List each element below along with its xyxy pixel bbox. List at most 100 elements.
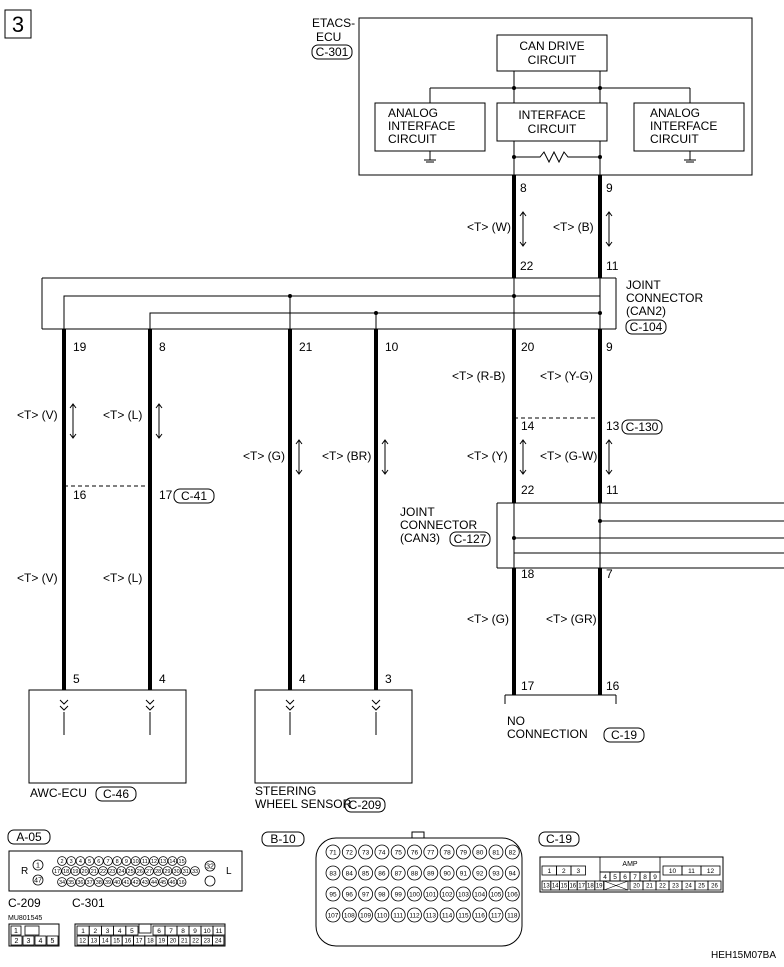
pin-circle [66, 856, 76, 866]
wire-label-g2: <T> (G) [467, 612, 509, 626]
pin-circle [455, 886, 471, 902]
pin-label: 83 [329, 870, 337, 877]
pin-label: 8 [181, 928, 185, 935]
wire-label-y: <T> (Y) [467, 449, 508, 463]
pin-label: 22 [192, 939, 199, 945]
pin-label: 39 [105, 880, 111, 886]
pin-label: 17 [54, 869, 60, 875]
pin-label: 8 [116, 859, 119, 865]
pin-label: 73 [362, 849, 370, 856]
pin-label: 24 [118, 869, 124, 875]
pin-9: 9 [606, 340, 613, 354]
pin-circle [455, 865, 471, 881]
pin-label: 9 [125, 859, 128, 865]
pin-label: 15 [179, 859, 185, 865]
pin-circle [121, 877, 132, 887]
c19-ref-box [538, 831, 580, 847]
analog-left-l3: CIRCUIT [388, 132, 437, 146]
pin-label: 24 [685, 884, 692, 890]
pin-circle [190, 866, 200, 876]
noconn-l2: CONNECTION [507, 727, 588, 741]
pin-label: 6 [97, 859, 100, 865]
a05-left-mark: R [21, 866, 28, 877]
pin-circle [423, 865, 439, 881]
pin-label: 43 [142, 880, 148, 886]
can2-joint-connector [41, 277, 617, 330]
pin-label: 91 [460, 870, 468, 877]
pin-cell [46, 935, 59, 946]
pin-label: 6 [157, 928, 161, 935]
pin-circle [439, 865, 455, 881]
pin-circle [358, 907, 374, 923]
pin-label: 21 [91, 869, 97, 875]
page-number: 3 [12, 12, 24, 37]
arrow-icon [519, 211, 613, 247]
pin-label: 11 [216, 928, 223, 935]
pin-label: 110 [377, 912, 388, 919]
pin-circle [455, 844, 471, 860]
pin-label: 16 [125, 939, 132, 945]
pin-circle [325, 844, 341, 860]
steering-ref-box [344, 797, 386, 813]
c301-ref: C-301 [72, 896, 105, 910]
pin-label: 88 [411, 870, 419, 877]
wire-label-br: <T> (BR) [322, 449, 371, 463]
pin-circle [472, 886, 488, 902]
pin-label: 109 [360, 912, 371, 919]
pin-nc-17: 17 [521, 679, 535, 693]
a05-ref: A-05 [16, 830, 42, 844]
pin-label: 12 [707, 868, 715, 875]
can2-l1: JOINT [626, 278, 661, 292]
c41-ref-box [173, 488, 215, 504]
pin-label: 5 [130, 928, 134, 935]
awc-ecu-label: AWC-ECU [30, 786, 87, 800]
pin-circle [504, 886, 520, 902]
pin-label: 74 [378, 849, 386, 856]
pin-circle [407, 886, 422, 902]
pin-label: 104 [474, 891, 485, 898]
pin-label: 86 [378, 870, 386, 877]
pin-label: 10 [133, 859, 139, 865]
a05-connector [8, 850, 243, 892]
pin-circle [325, 865, 341, 881]
pin-label: 93 [492, 870, 500, 877]
pin-label: 72 [346, 849, 354, 856]
can3-ref-box [449, 531, 491, 547]
pin-label: 9 [653, 874, 657, 881]
pin-label: 25 [128, 869, 134, 875]
etacs-ref-box [311, 44, 353, 60]
pin-cell [594, 880, 604, 891]
pin-label: 26 [711, 884, 718, 890]
can-drive-box [496, 34, 608, 72]
junction-dot [512, 294, 516, 298]
pin-circle [84, 856, 95, 866]
pin-label: 3 [27, 938, 31, 945]
pin-label: 20 [82, 869, 88, 875]
pin-circle [439, 844, 455, 860]
pin-label: 82 [509, 849, 517, 856]
pin-label: 27 [146, 869, 152, 875]
pin-label: 45 [160, 880, 166, 886]
pin-cell [10, 935, 23, 946]
pin-circle [472, 907, 488, 923]
can3-ref: C-127 [454, 532, 487, 546]
pin-8: 8 [159, 340, 166, 354]
steering-l1: STEERING [255, 784, 316, 798]
pin-19: 19 [73, 340, 87, 354]
pin-label: 87 [395, 870, 403, 877]
can-drive-label-2: CIRCUIT [528, 53, 577, 67]
pin-label: 36 [77, 880, 83, 886]
pin-circle [374, 907, 390, 923]
pin-circle [162, 866, 173, 876]
pin-label: 76 [411, 849, 419, 856]
pin-label: 81 [492, 849, 500, 856]
pin-label: 89 [427, 870, 435, 877]
pin-circle [423, 844, 439, 860]
pin-label: 28 [155, 869, 161, 875]
pin-label: 13 [160, 859, 166, 865]
pin-label: 35 [68, 880, 74, 886]
pin-label: 24 [215, 939, 222, 945]
